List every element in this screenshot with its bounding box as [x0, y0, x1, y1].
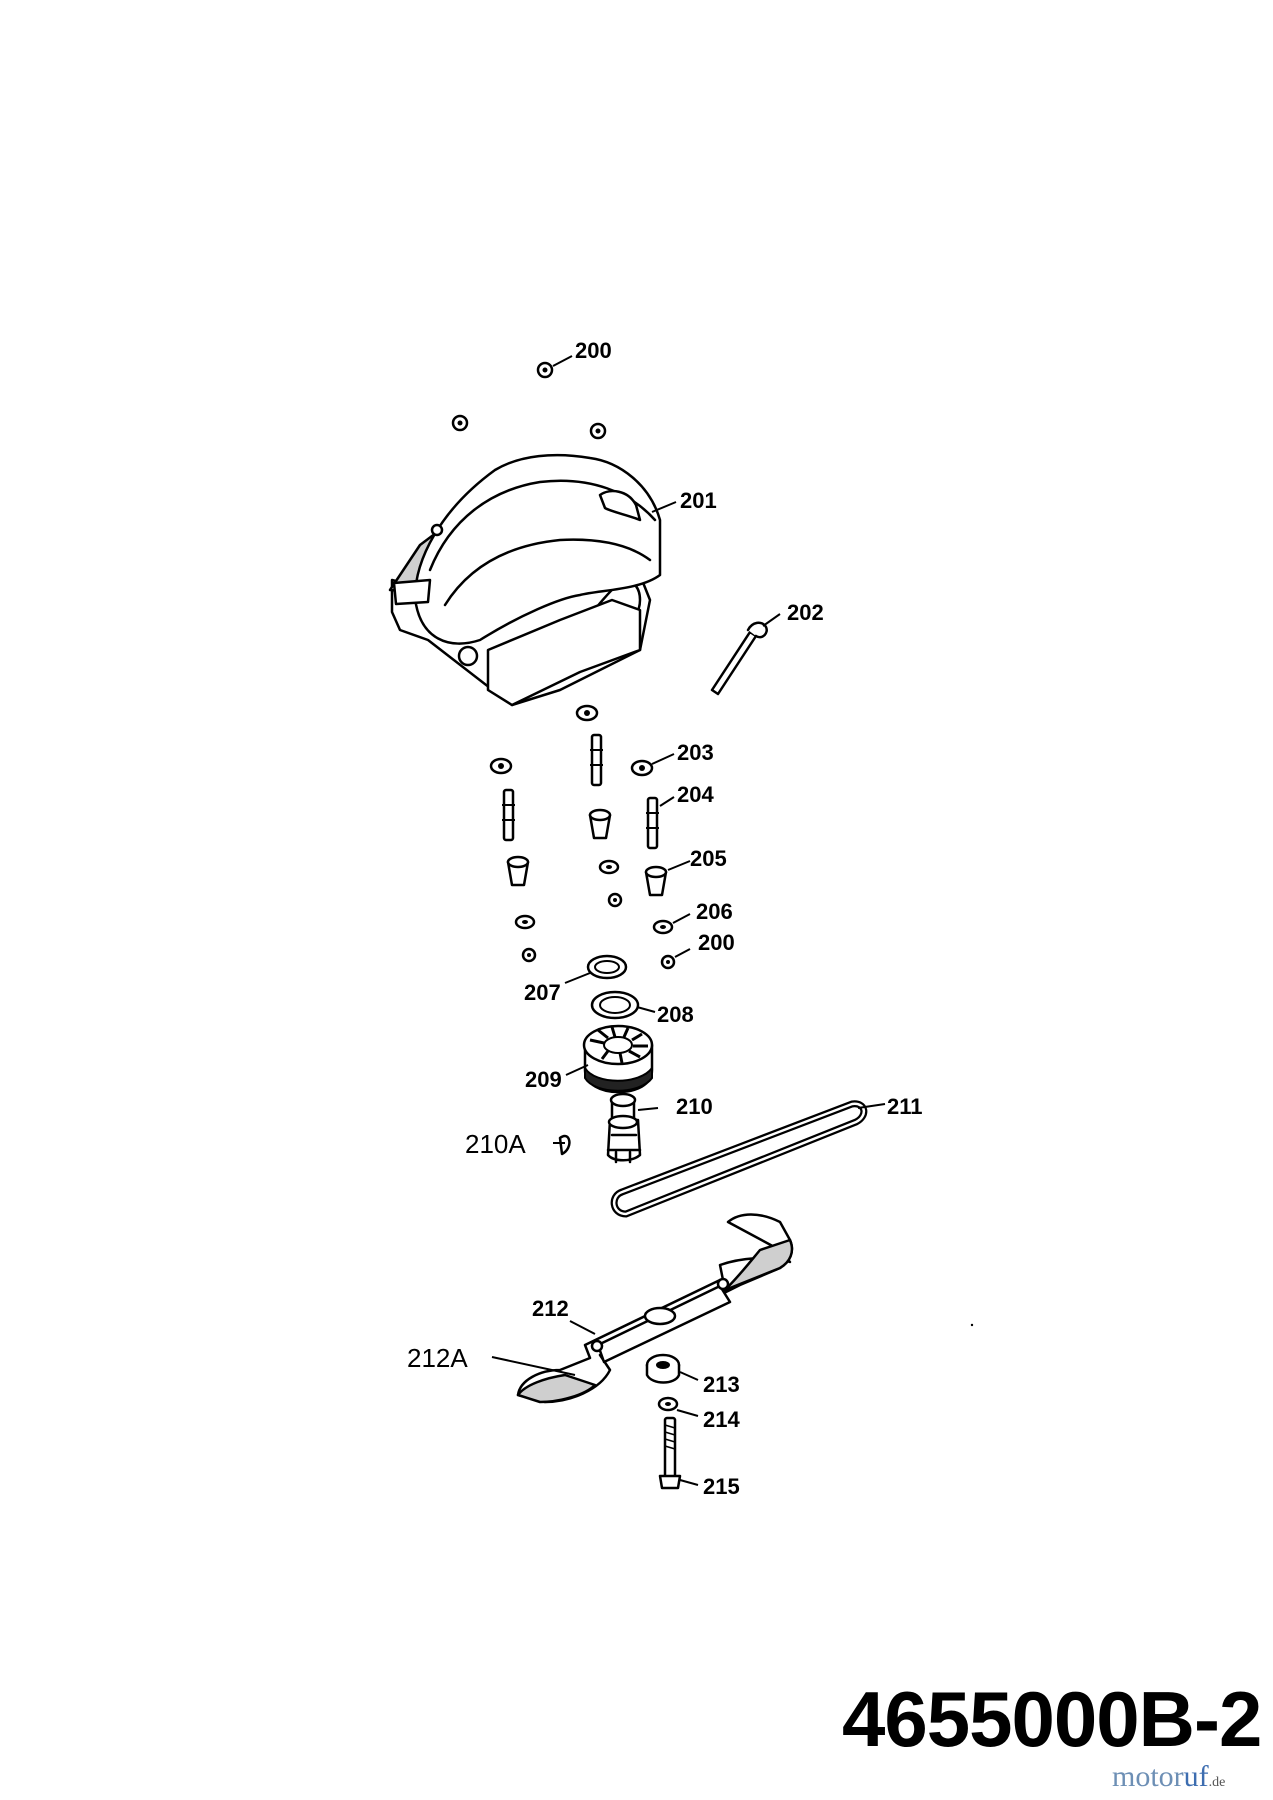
label-207: 207 — [524, 980, 561, 1005]
drawing-number: 4655000B-2 — [842, 1675, 1262, 1763]
label-204: 204 — [677, 782, 714, 807]
spacer-205 — [506, 808, 668, 897]
stud-204 — [502, 733, 659, 850]
nut-200-top — [451, 361, 607, 440]
pulley-209 — [582, 1024, 654, 1094]
v-belt-211 — [610, 1100, 868, 1218]
label-214: 214 — [703, 1407, 740, 1432]
watermark-accent: uf — [1183, 1760, 1209, 1793]
label-200-middle: 200 — [698, 930, 735, 955]
label-213: 213 — [703, 1372, 740, 1397]
label-211: 211 — [887, 1094, 923, 1119]
label-212A: 212A — [407, 1343, 468, 1373]
label-212: 212 — [532, 1296, 569, 1321]
label-202: 202 — [787, 600, 824, 625]
washer-206 — [514, 859, 674, 935]
label-206: 206 — [696, 899, 733, 924]
label-200-top: 200 — [575, 338, 612, 363]
engine-201 — [388, 453, 662, 707]
label-201: 201 — [680, 488, 717, 513]
label-209: 209 — [525, 1067, 562, 1092]
watermark-main: motor — [1112, 1760, 1184, 1793]
retaining-ring-207 — [586, 954, 628, 980]
lock-washer-214 — [657, 1396, 679, 1412]
label-210: 210 — [676, 1094, 713, 1119]
adapter-210 — [606, 1092, 642, 1164]
bolt-215 — [658, 1416, 682, 1490]
label-203: 203 — [677, 740, 714, 765]
nut-200-middle — [521, 892, 676, 970]
watermark-tld: .de — [1208, 1775, 1226, 1790]
stray-dot — [970, 1323, 974, 1327]
blade-212 — [516, 1213, 794, 1404]
nut-203 — [489, 704, 654, 777]
dipstick-202 — [710, 621, 768, 696]
label-208: 208 — [657, 1002, 694, 1027]
label-210A: 210A — [465, 1129, 526, 1159]
watermark-logo: motoruf.de — [1112, 1762, 1225, 1792]
label-205: 205 — [690, 846, 727, 871]
blade-carrier-213 — [645, 1353, 681, 1384]
label-215: 215 — [703, 1474, 740, 1499]
washer-208 — [590, 990, 640, 1020]
key-210A — [553, 1134, 571, 1156]
